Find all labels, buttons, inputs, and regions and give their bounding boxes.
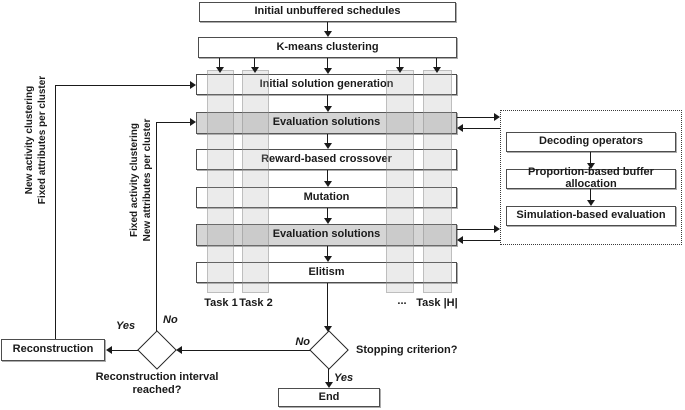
connector-decoding-to-proportion: [590, 152, 592, 163]
box-decoding-operators: Decoding operators: [506, 132, 676, 152]
arrowhead: [324, 218, 332, 224]
arrowhead: [587, 163, 595, 169]
connector-reconstruction-to-isg: [55, 85, 190, 87]
task-column-2: [242, 70, 269, 293]
task-column-ellipsis: [386, 70, 414, 293]
connector-interval-no-to-eval1: [156, 122, 191, 124]
connector-eval2-to-elitism: [327, 246, 329, 256]
arrowhead: [457, 124, 463, 132]
arrowhead: [324, 181, 332, 187]
label-reconstruction-no: No: [163, 314, 178, 326]
box-simulation-based-evaluation: Simulation-based evaluation: [506, 206, 676, 226]
feedback-label-fixed-activity-clustering: Fixed activity clustering New attributes…: [128, 105, 154, 255]
task-column-H: [423, 70, 452, 293]
connector-kmeans-to-taskH: [436, 58, 438, 68]
arrowhead: [457, 236, 463, 244]
connector-eval1-to-crossover: [327, 134, 329, 143]
feedback-label-new-activity-clustering: New activity clustering Fixed attributes…: [23, 65, 49, 215]
arrowhead: [324, 326, 332, 332]
arrowhead: [216, 67, 224, 73]
arrowhead: [324, 68, 332, 74]
box-mutation: Mutation: [196, 187, 457, 208]
connector-kmeans-to-task1: [219, 58, 221, 68]
arrowhead: [396, 67, 404, 73]
box-elitism: Elitism: [196, 262, 457, 283]
caption-line-1: Reconstruction interval: [95, 371, 219, 383]
label-stopping-criterion: Stopping criterion?: [356, 344, 458, 356]
connector-eval1-to-subprocess: [457, 117, 494, 119]
arrowhead: [587, 200, 595, 206]
box-kmeans-clustering: K-means clustering: [198, 37, 457, 58]
feedback-inner-line-1: Fixed activity clustering: [129, 123, 140, 237]
connector-kmeans-to-task3: [399, 58, 401, 68]
box-initial-solution-generation: Initial solution generation: [196, 74, 457, 95]
arrowhead: [190, 81, 196, 89]
arrowhead: [251, 67, 259, 73]
diamond-stopping-criterion: [309, 330, 349, 370]
diamond-reconstruction-interval: [137, 330, 177, 370]
caption-reconstruction-interval: Reconstruction interval reached?: [87, 371, 227, 397]
connector-isg-to-eval1: [327, 95, 329, 106]
connector-eval2-to-subprocess: [457, 229, 494, 231]
label-stopping-yes: Yes: [334, 372, 354, 384]
arrowhead: [324, 106, 332, 112]
connector-subprocess-to-eval2: [463, 240, 500, 242]
task-column-1: [207, 70, 234, 293]
box-proportion-buffer-allocation: Proportion-based buffer allocation: [506, 167, 676, 190]
connector-kmeans-to-isg: [327, 58, 329, 69]
arrowhead: [106, 346, 112, 354]
label-reconstruction-yes: Yes: [116, 320, 136, 332]
connector-interval-yes-to-reconstruction: [112, 350, 138, 352]
feedback-inner-line-2: New attributes per cluster: [142, 118, 153, 242]
arrowhead: [324, 31, 332, 37]
arrowhead: [176, 346, 182, 354]
box-initial-unbuffered-schedules: Initial unbuffered schedules: [199, 2, 456, 22]
connector-kmeans-to-task2: [254, 58, 256, 68]
label-task-2: Task 2: [239, 297, 273, 309]
box-reward-based-crossover: Reward-based crossover: [196, 149, 457, 170]
box-end: End: [278, 388, 380, 407]
connector-stopping-no-to-interval-diamond: [182, 350, 310, 352]
connector-reconstruction-up: [55, 85, 57, 339]
box-evaluation-solutions-1: Evaluation solutions: [196, 112, 457, 134]
arrowhead: [494, 225, 500, 233]
connector-mutation-to-eval2: [327, 208, 329, 218]
caption-line-2: reached?: [132, 384, 182, 396]
connector-proportion-to-simulation: [590, 189, 592, 200]
label-task-1: Task 1: [204, 297, 238, 309]
connector-schedules-to-kmeans: [327, 22, 329, 32]
label-task-H: Task |H|: [416, 297, 458, 309]
arrowhead: [190, 118, 196, 126]
arrowhead: [494, 113, 500, 121]
box-reconstruction: Reconstruction: [1, 339, 105, 361]
arrowhead: [324, 256, 332, 262]
connector-elitism-to-stopping: [327, 283, 329, 326]
feedback-outer-line-1: New activity clustering: [24, 85, 35, 195]
feedback-outer-line-2: Fixed attributes per cluster: [37, 75, 48, 205]
connector-subprocess-to-eval1: [463, 128, 500, 130]
arrowhead: [325, 382, 333, 388]
connector-interval-no-up: [156, 122, 158, 331]
label-task-ellipsis: ...: [397, 295, 407, 307]
arrowhead: [324, 143, 332, 149]
label-stopping-no: No: [295, 336, 310, 348]
arrowhead: [433, 67, 441, 73]
box-evaluation-solutions-2: Evaluation solutions: [196, 224, 457, 246]
connector-crossover-to-mutation: [327, 170, 329, 181]
connector-stopping-yes-to-end: [328, 369, 330, 382]
